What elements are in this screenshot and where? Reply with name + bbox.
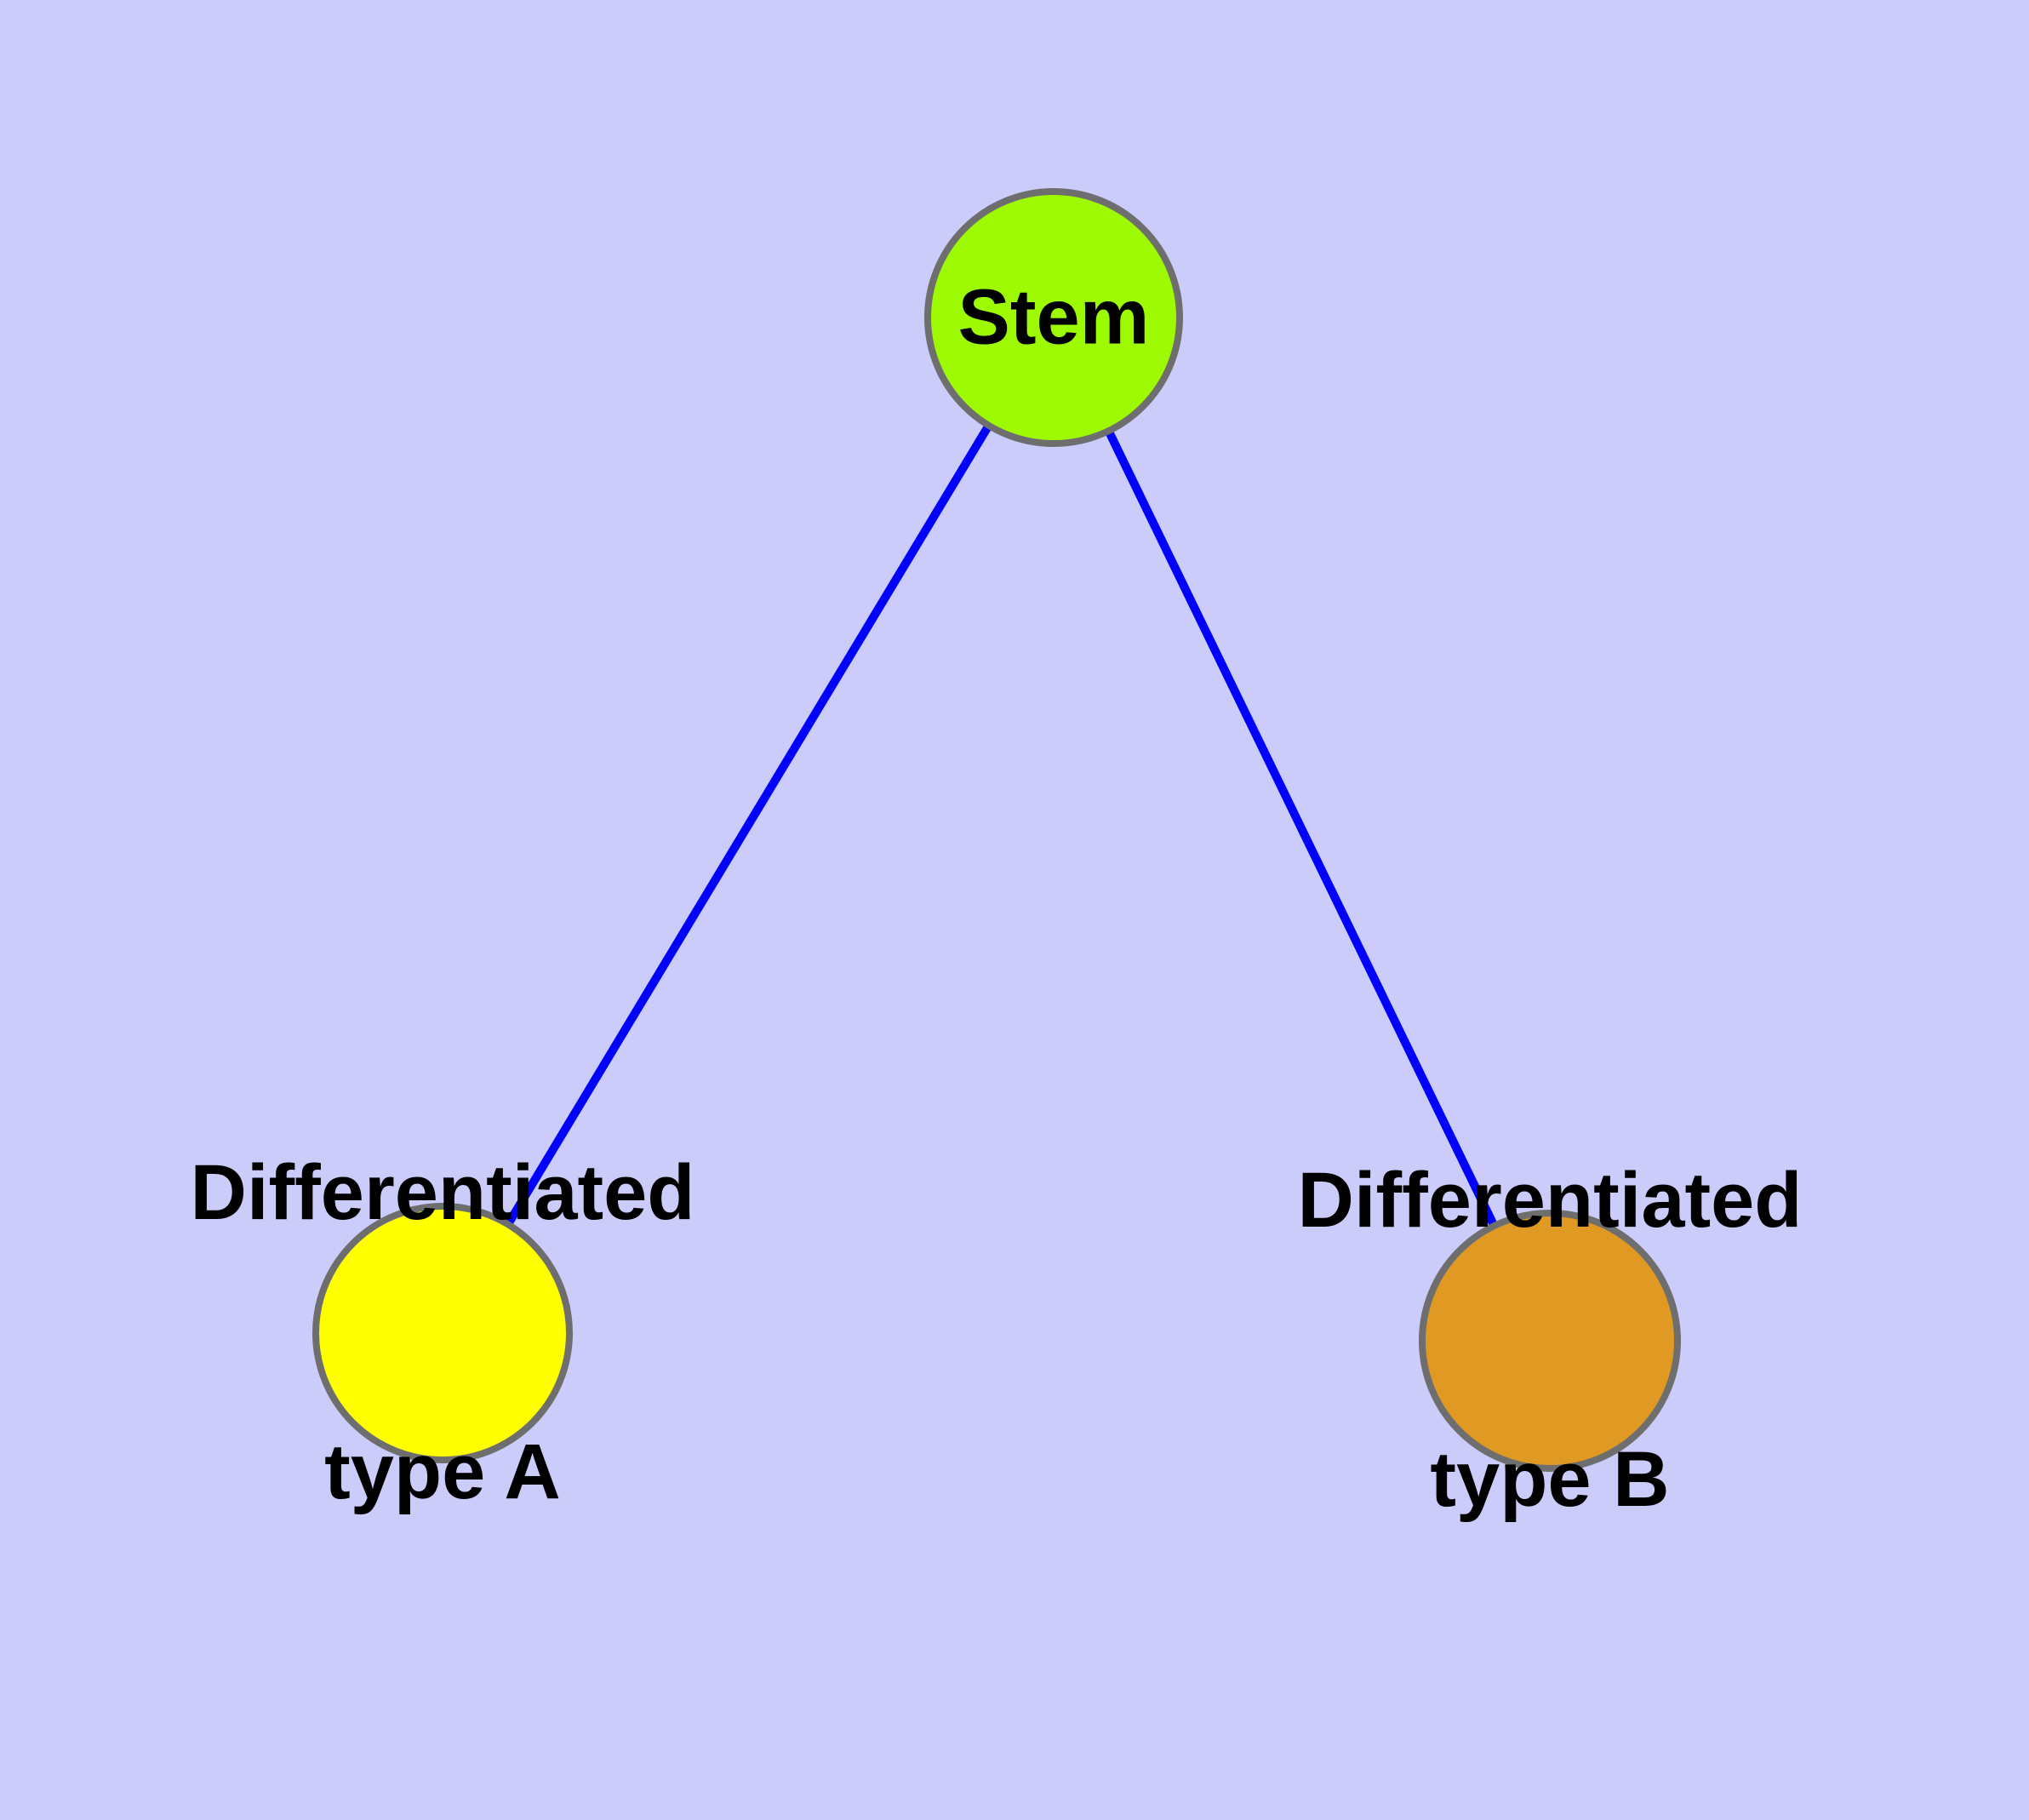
node-differentiated-type-a[interactable] <box>312 1203 573 1463</box>
edge-stem-to-differentiated-type-a[interactable] <box>438 315 1058 1336</box>
node-layer <box>312 188 1681 1472</box>
node-stem[interactable] <box>924 188 1183 447</box>
node-differentiated-type-b[interactable] <box>1419 1210 1681 1472</box>
edge-layer <box>438 315 1554 1343</box>
edge-stem-to-differentiated-type-b[interactable] <box>1049 315 1554 1343</box>
